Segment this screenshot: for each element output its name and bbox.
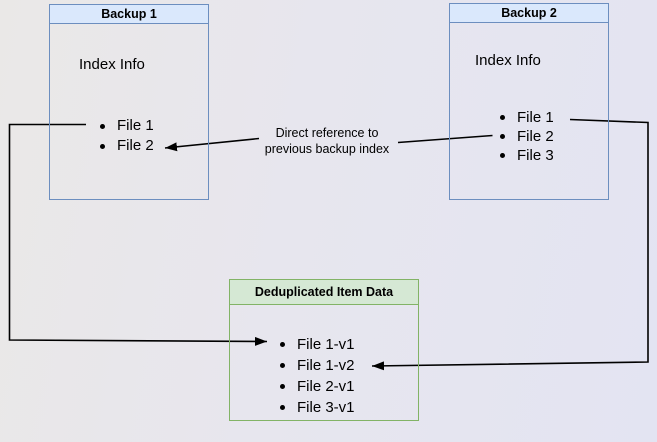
file-item: File 1 (99, 116, 154, 136)
backup2-file-list: File 1 File 2 File 3 (499, 108, 554, 165)
edge-label-line2: previous backup index (264, 141, 390, 156)
dedup-title: Deduplicated Item Data (254, 285, 394, 299)
deduplicated-item-data-box: Deduplicated Item Data File 1-v1 File 1-… (229, 279, 419, 421)
backup1-file-list: File 1 File 2 (99, 116, 154, 156)
backup2-box: Backup 2 Index Info File 1 File 2 File 3 (449, 3, 609, 200)
file-item: File 3 (499, 146, 554, 165)
file-item: File 1-v2 (279, 355, 355, 376)
backup1-index-info-label: Index Info (79, 56, 145, 73)
backup1-box: Backup 1 Index Info File 1 File 2 (49, 4, 209, 200)
file-item: File 1-v1 (279, 334, 355, 355)
file-item: File 1 (499, 108, 554, 127)
file-item: File 2-v1 (279, 376, 355, 397)
dedup-header: Deduplicated Item Data (230, 280, 418, 305)
edge-label: Direct reference to previous backup inde… (247, 126, 407, 157)
file-item: File 2 (99, 136, 154, 156)
file-item: File 2 (499, 127, 554, 146)
dedup-file-list: File 1-v1 File 1-v2 File 2-v1 File 3-v1 (279, 334, 355, 418)
backup2-title: Backup 2 (501, 6, 557, 20)
backup1-header: Backup 1 (50, 5, 208, 24)
file-item: File 3-v1 (279, 397, 355, 418)
backup1-title: Backup 1 (101, 7, 157, 21)
edge-label-line1: Direct reference to (275, 126, 379, 140)
backup2-header: Backup 2 (450, 4, 608, 23)
backup2-index-info-label: Index Info (475, 52, 541, 69)
